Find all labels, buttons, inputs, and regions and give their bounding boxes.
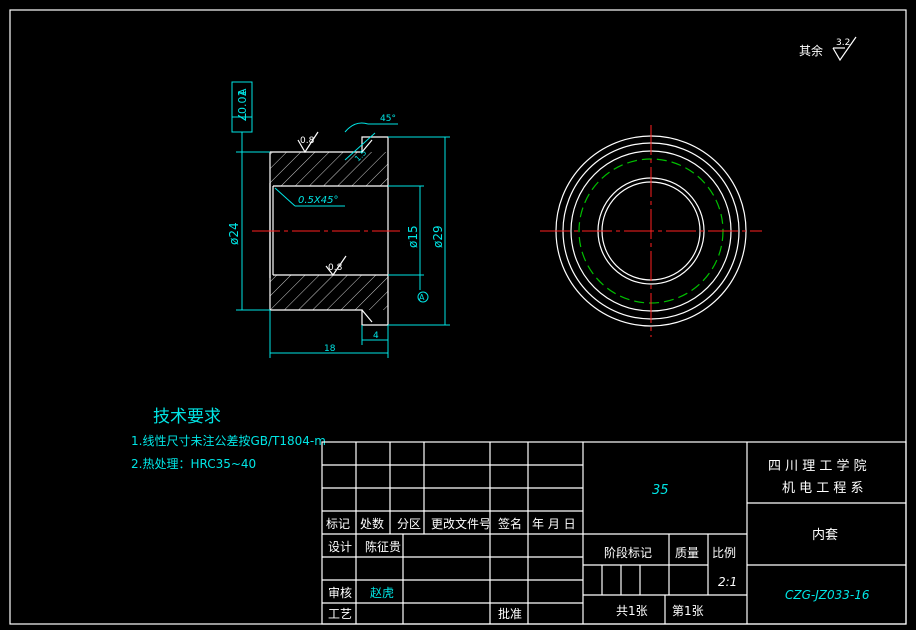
hdr-count: 处数 bbox=[360, 516, 384, 531]
datum-symbol: A bbox=[417, 275, 429, 303]
drawing-border bbox=[9, 9, 907, 625]
svg-text:0.8: 0.8 bbox=[300, 136, 315, 146]
dim-outer-dia: ø24 bbox=[227, 222, 241, 245]
surface-finish-label: 其余 bbox=[799, 43, 823, 58]
drawing-number: CZG-JZ033-16 bbox=[785, 588, 870, 602]
school-line-1: 四 川 理 工 学 院 bbox=[768, 458, 867, 474]
tech-requirements-title: 技术要求 bbox=[153, 407, 221, 427]
roughness-top: 0.8 bbox=[297, 131, 319, 154]
title-block: 标记 处数 分区 更改文件号 签名 年 月 日 设计 陈征贵 审核 赵虎 工艺 … bbox=[321, 441, 907, 625]
tolerance-frame: ∠ 0.01 A bbox=[231, 81, 253, 152]
tech-requirement-2: 2.热处理：HRC35~40 bbox=[131, 457, 256, 471]
hdr-ratio: 比例 bbox=[712, 546, 736, 560]
hdr-design: 设计 bbox=[328, 540, 352, 554]
sheet-number: 第1张 bbox=[672, 604, 704, 618]
dim-bore-dia: ø15 bbox=[406, 225, 420, 248]
hdr-signature: 签名 bbox=[498, 516, 522, 531]
scale-value: 2:1 bbox=[718, 575, 737, 589]
svg-text:45°: 45° bbox=[380, 114, 396, 124]
hdr-change-doc: 更改文件号 bbox=[431, 516, 491, 531]
svg-text:A: A bbox=[236, 88, 249, 96]
hatch-bottom bbox=[270, 275, 388, 310]
end-view bbox=[540, 125, 762, 337]
hdr-date: 年 月 日 bbox=[532, 517, 576, 531]
surface-finish-symbol bbox=[832, 36, 857, 62]
section-view: ø24 ø15 ø29 A ∠ 0.01 A 1 bbox=[227, 81, 450, 358]
hdr-approve: 批准 bbox=[498, 606, 522, 621]
roughness-bottom: 0.8 bbox=[325, 255, 347, 277]
svg-text:0.01: 0.01 bbox=[236, 90, 249, 115]
part-name: 内套 bbox=[812, 527, 838, 543]
material: 35 bbox=[652, 483, 669, 498]
hdr-mass: 质量 bbox=[675, 546, 699, 560]
dim-flange-dia: ø29 bbox=[431, 225, 445, 248]
dim-length-flange: 4 bbox=[373, 331, 379, 341]
school-line-2: 机 电 工 程 系 bbox=[782, 481, 864, 496]
hdr-stage-mark: 阶段标记 bbox=[604, 545, 652, 560]
surface-finish-value: 3.2 bbox=[836, 38, 850, 48]
svg-text:0.5X45°: 0.5X45° bbox=[298, 195, 338, 206]
svg-text:∠: ∠ bbox=[236, 112, 249, 122]
reviewer-name: 赵虎 bbox=[370, 586, 394, 600]
hdr-review: 审核 bbox=[328, 585, 352, 600]
hdr-zone: 分区 bbox=[397, 517, 421, 531]
inner-chamfer-callout: 0.5X45° bbox=[274, 187, 345, 207]
dim-length-total: 18 bbox=[324, 344, 336, 354]
svg-text:A: A bbox=[419, 293, 425, 302]
hdr-mark: 标记 bbox=[326, 517, 350, 531]
tech-requirement-1: 1.线性尺寸未注公差按GB/T1804-m bbox=[131, 433, 326, 448]
sheets-total: 共1张 bbox=[616, 604, 648, 618]
hdr-process: 工艺 bbox=[328, 607, 352, 621]
svg-text:0.8: 0.8 bbox=[328, 263, 343, 273]
designer-name: 陈征贵 bbox=[365, 539, 401, 554]
hatch-top bbox=[270, 152, 388, 186]
